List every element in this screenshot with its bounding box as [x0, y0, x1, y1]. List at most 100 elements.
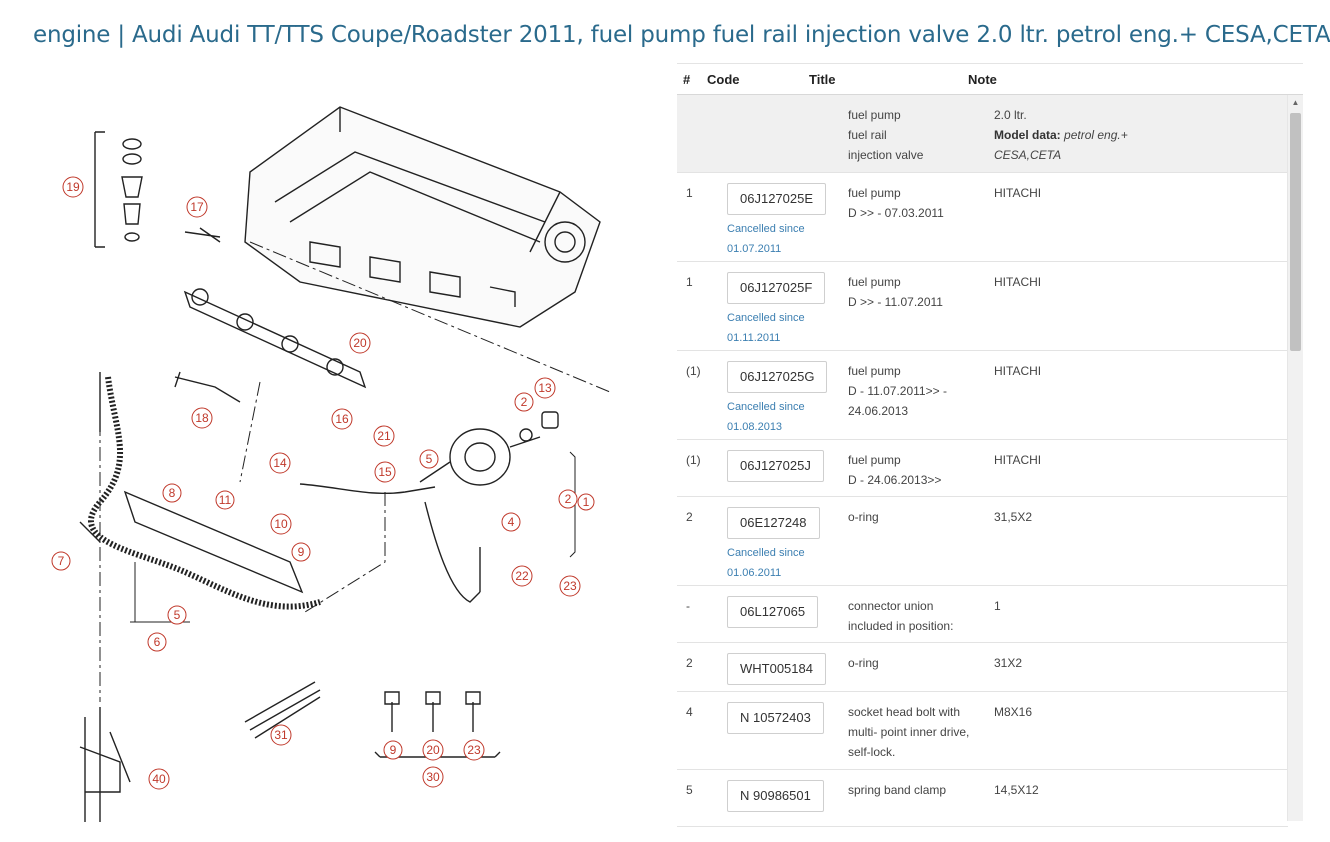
callout-22[interactable]: 22 [511, 565, 533, 587]
svg-text:2: 2 [521, 395, 528, 409]
callout-8[interactable]: 8 [162, 483, 182, 503]
col-header-note: Note [968, 72, 997, 87]
table-header: # Code Title Note [677, 64, 1303, 95]
svg-text:6: 6 [154, 635, 161, 649]
part-code[interactable]: N 10572403 [727, 702, 824, 734]
callout-7[interactable]: 7 [51, 551, 71, 571]
low-pressure-hose [88, 376, 321, 610]
svg-text:17: 17 [190, 200, 204, 214]
svg-text:14: 14 [273, 456, 287, 470]
svg-text:8: 8 [169, 486, 176, 500]
callout-1[interactable]: 1 [577, 493, 595, 511]
svg-text:16: 16 [335, 412, 349, 426]
table-scrollbar[interactable]: ▲ [1287, 95, 1303, 821]
callout-14[interactable]: 14 [269, 452, 291, 474]
part-code[interactable]: 06L127065 [727, 596, 819, 628]
svg-text:1: 1 [583, 495, 590, 509]
callout-18[interactable]: 18 [191, 407, 213, 429]
callout-5b[interactable]: 5 [167, 605, 187, 625]
callout-2b[interactable]: 2 [558, 489, 578, 509]
callout-6[interactable]: 6 [147, 632, 167, 652]
page-title: engine | Audi Audi TT/TTS Coupe/Roadster… [33, 22, 1330, 48]
svg-text:30: 30 [426, 770, 440, 784]
callout-19[interactable]: 19 [62, 176, 84, 198]
svg-text:18: 18 [195, 411, 209, 425]
callout-11[interactable]: 11 [215, 490, 235, 510]
col-header-num: # [683, 72, 691, 87]
callout-4[interactable]: 4 [501, 512, 521, 532]
callout-17[interactable]: 17 [186, 196, 208, 218]
svg-text:5: 5 [426, 452, 433, 466]
callout-23[interactable]: 23 [559, 575, 581, 597]
callout-21[interactable]: 21 [373, 425, 395, 447]
scroll-thumb[interactable] [1290, 113, 1301, 351]
callout-10[interactable]: 10 [270, 513, 292, 535]
part-code[interactable]: 06E127248 [727, 507, 820, 539]
part-code[interactable]: 06J127025J [727, 450, 824, 482]
part-code[interactable]: WHT005184 [727, 653, 826, 685]
part-code[interactable]: 06J127025G [727, 361, 828, 393]
callout-20[interactable]: 20 [349, 332, 371, 354]
table-row[interactable]: 5 N 90986501 spring band clamp 14,5X12 [677, 770, 1288, 827]
col-header-title: Title [809, 72, 836, 87]
fuel-rail-outline [183, 290, 367, 389]
svg-text:23: 23 [563, 579, 577, 593]
callout-2[interactable]: 2 [514, 392, 534, 412]
svg-text:13: 13 [538, 381, 552, 395]
scroll-up-arrow-icon[interactable]: ▲ [1291, 98, 1300, 107]
callout-23b[interactable]: 23 [463, 739, 485, 761]
svg-text:22: 22 [515, 569, 529, 583]
callout-20b[interactable]: 20 [422, 739, 444, 761]
svg-text:7: 7 [58, 554, 65, 568]
part-code[interactable]: N 90986501 [727, 780, 824, 812]
svg-text:11: 11 [219, 493, 232, 507]
svg-text:2: 2 [565, 492, 572, 506]
intro-note: 2.0 ltr. Model data: petrol eng.+ CESA,C… [994, 108, 1128, 162]
svg-text:9: 9 [390, 743, 397, 757]
svg-text:19: 19 [66, 180, 80, 194]
svg-text:5: 5 [174, 608, 181, 622]
callout-13[interactable]: 13 [534, 377, 556, 399]
callout-5[interactable]: 5 [419, 449, 439, 469]
intro-title: fuel pump fuel rail injection valve [848, 108, 924, 162]
svg-text:4: 4 [508, 515, 515, 529]
svg-text:31: 31 [274, 728, 288, 742]
callout-9[interactable]: 9 [291, 542, 311, 562]
svg-text:20: 20 [426, 743, 440, 757]
callout-31[interactable]: 31 [270, 724, 292, 746]
callout-30[interactable]: 30 [422, 766, 444, 788]
table-row-intro: fuel pump fuel rail injection valve 2.0 … [677, 95, 1288, 173]
parts-diagram: 19 17 20 13 2 18 16 21 14 15 5 2 1 11 8 … [40, 92, 640, 822]
table-row[interactable]: 2 WHT005184 o-ring 31X2 [677, 643, 1288, 692]
col-header-code: Code [707, 72, 740, 87]
engine-head-outline [244, 106, 601, 328]
parts-table: # Code Title Note fuel pump fuel rail in… [677, 63, 1303, 827]
svg-text:15: 15 [378, 465, 392, 479]
svg-text:23: 23 [467, 743, 481, 757]
part-code[interactable]: 06J127025F [727, 272, 826, 304]
svg-text:40: 40 [152, 772, 166, 786]
model-data-label: Model data: [994, 128, 1061, 142]
callout-40[interactable]: 40 [148, 768, 170, 790]
svg-text:10: 10 [274, 517, 288, 531]
callout-9b[interactable]: 9 [383, 740, 403, 760]
callout-16[interactable]: 16 [331, 408, 353, 430]
svg-text:20: 20 [353, 336, 367, 350]
callout-15[interactable]: 15 [374, 461, 396, 483]
part-code[interactable]: 06J127025E [727, 183, 827, 215]
exploded-view-diagram: 19 17 20 13 2 18 16 21 14 15 5 2 1 11 8 … [51, 106, 611, 822]
diagram-callouts: 19 17 20 13 2 18 16 21 14 15 5 2 1 11 8 … [51, 176, 595, 790]
table-body: fuel pump fuel rail injection valve 2.0 … [677, 95, 1288, 827]
svg-text:9: 9 [298, 545, 305, 559]
